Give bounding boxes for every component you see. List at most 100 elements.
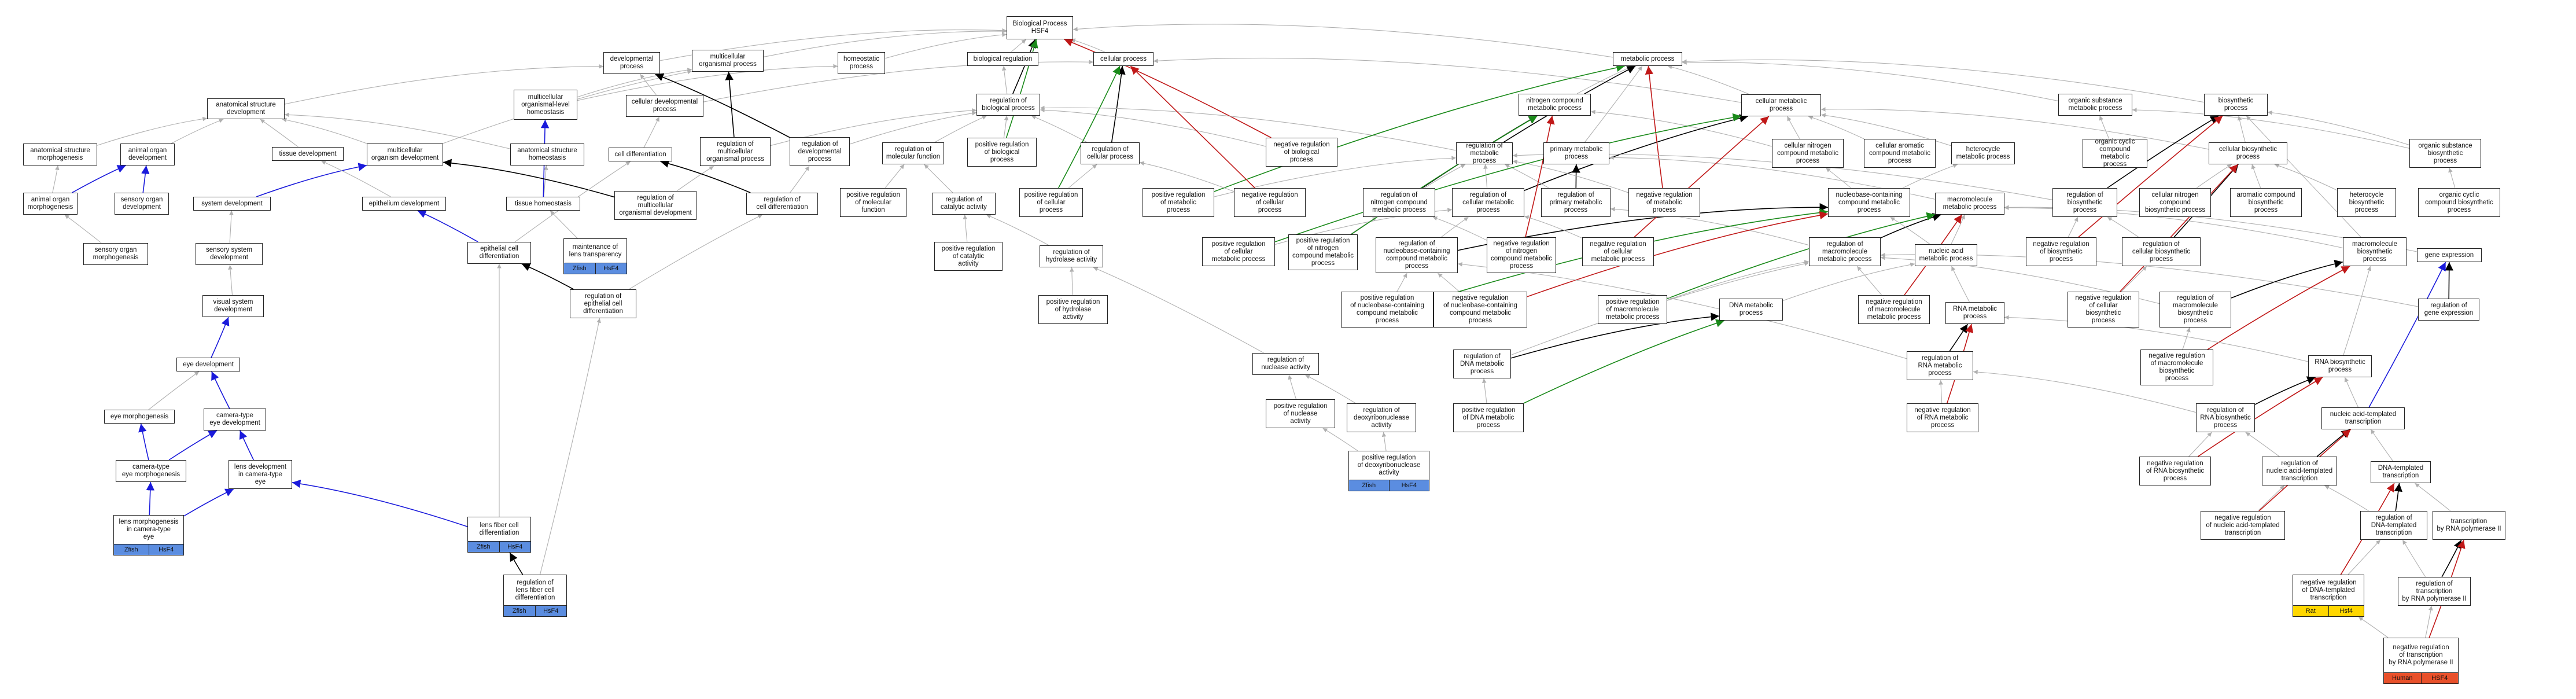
go-term-recd[interactable]: regulation of epithelial cell differenti… <box>570 289 636 318</box>
go-term-rnat[interactable]: regulation of nucleic acid-templated tra… <box>2262 457 2337 485</box>
go-term-aod[interactable]: animal organ development <box>120 144 175 165</box>
go-term-cncb[interactable]: cellular nitrogen compound biosynthetic … <box>2139 188 2211 217</box>
go-term-prnbcm[interactable]: positive regulation of nucleobase-contai… <box>1341 292 1433 328</box>
go-term-mcop[interactable]: multicellular organismal process <box>692 50 764 72</box>
go-term-nrcmp[interactable]: negative regulation of cellular metaboli… <box>1582 237 1654 266</box>
go-term-rdda[interactable]: regulation of deoxyribonuclease activity <box>1347 403 1416 432</box>
go-term-osmp[interactable]: organic substance metabolic process <box>2058 94 2132 116</box>
go-term-nrbp[interactable]: negative regulation of biological proces… <box>1266 138 1337 167</box>
go-term-ssd[interactable]: sensory system development <box>196 243 263 265</box>
go-term-rmcop[interactable]: regulation of multicellular organismal p… <box>700 137 771 166</box>
go-term-nrnat[interactable]: negative regulation of nucleic acid-temp… <box>2201 511 2285 540</box>
go-term-nrncm[interactable]: negative regulation of nitrogen compound… <box>1487 237 1556 273</box>
go-term-prcmp[interactable]: positive regulation of cellular metaboli… <box>1202 237 1275 266</box>
go-term-occb[interactable]: organic cyclic compound biosynthetic pro… <box>2418 188 2500 217</box>
go-term-rna_act[interactable]: regulation of nuclease activity <box>1252 353 1319 375</box>
go-term-cellp[interactable]: cellular process <box>1093 52 1154 66</box>
go-term-nat[interactable]: nucleic acid-templated transcription <box>2321 407 2405 429</box>
go-term-rdm[interactable]: regulation of DNA metabolic process <box>1453 350 1511 378</box>
go-term-rtrp2[interactable]: regulation of transcription by RNA polym… <box>2398 577 2471 606</box>
go-term-rdevp[interactable]: regulation of developmental process <box>790 137 850 166</box>
go-term-prmacm[interactable]: positive regulation of macromolecule met… <box>1598 295 1667 324</box>
go-term-ctem[interactable]: camera-type eye morphogenesis <box>116 460 186 482</box>
go-term-prmf[interactable]: positive regulation of molecular functio… <box>840 188 906 217</box>
go-term-cmp[interactable]: cellular metabolic process <box>1741 94 1821 116</box>
go-term-dtt[interactable]: DNA-templated transcription <box>2371 461 2431 483</box>
go-term-dnam[interactable]: DNA metabolic process <box>1719 299 1783 321</box>
go-term-rpmp[interactable]: regulation of primary metabolic process <box>1541 188 1611 217</box>
go-term-rmod[interactable]: regulation of multicellular organismal d… <box>614 191 696 220</box>
go-term-bp[interactable]: Biological Process HSF4 <box>1007 16 1073 39</box>
go-term-ge[interactable]: gene expression <box>2417 248 2482 262</box>
go-term-metab[interactable]: metabolic process <box>1613 52 1682 66</box>
go-term-pca[interactable]: positive regulation of catalytic activit… <box>934 242 1003 271</box>
go-term-rcbp[interactable]: regulation of cellular biosynthetic proc… <box>2122 237 2201 266</box>
go-term-ncbm[interactable]: nucleobase-containing compound metabolic… <box>1828 188 1910 217</box>
go-term-ash[interactable]: anatomical structure homeostasis <box>510 144 584 165</box>
go-term-cncm[interactable]: cellular nitrogen compound metabolic pro… <box>1772 139 1844 168</box>
go-term-sysdev[interactable]: system development <box>193 197 271 211</box>
go-term-prmp[interactable]: positive regulation of metabolic process <box>1143 188 1214 217</box>
go-term-prdda[interactable]: positive regulation of deoxyribonuclease… <box>1348 451 1429 491</box>
go-term-pha[interactable]: positive regulation of hydrolase activit… <box>1038 295 1108 324</box>
go-term-rcp[interactable]: regulation of cellular process <box>1081 142 1140 164</box>
go-term-nrrnam[interactable]: negative regulation of RNA metabolic pro… <box>1907 403 1978 432</box>
go-term-pmp[interactable]: primary metabolic process <box>1543 142 1609 164</box>
go-term-tishom[interactable]: tissue homeostasis <box>506 197 580 211</box>
go-term-sod[interactable]: sensory organ development <box>115 193 169 215</box>
go-term-som[interactable]: sensory organ morphogenesis <box>83 243 148 265</box>
go-term-mod[interactable]: multicellular organism development <box>367 144 443 165</box>
go-term-nrmacm[interactable]: negative regulation of macromolecule met… <box>1858 295 1930 324</box>
go-term-nrtrp2[interactable]: negative regulation of transcription by … <box>2383 638 2459 684</box>
go-term-hetm[interactable]: heterocycle metabolic process <box>1951 142 2015 164</box>
go-term-hetb[interactable]: heterocycle biosynthetic process <box>2337 188 2396 217</box>
go-term-rcd[interactable]: regulation of cell differentiation <box>746 193 818 215</box>
go-term-elcd[interactable]: epithelial cell differentiation <box>467 242 531 264</box>
go-term-breg[interactable]: biological regulation <box>967 52 1038 66</box>
go-term-nrmbp[interactable]: negative regulation of macromolecule bio… <box>2140 350 2213 385</box>
go-term-cacm[interactable]: cellular aromatic compound metabolic pro… <box>1864 139 1936 168</box>
go-term-rnabp[interactable]: RNA biosynthetic process <box>2308 355 2372 377</box>
go-term-cted[interactable]: camera-type eye development <box>204 409 266 431</box>
go-term-eyemorph[interactable]: eye morphogenesis <box>104 410 175 424</box>
go-term-rnbcm[interactable]: regulation of nucleobase-containing comp… <box>1376 237 1458 273</box>
go-term-nrnbcm[interactable]: negative regulation of nucleobase-contai… <box>1433 292 1527 328</box>
go-term-rdtt[interactable]: regulation of DNA-templated transcriptio… <box>2360 511 2427 540</box>
go-term-rmbp[interactable]: regulation of macromolecule biosynthetic… <box>2159 292 2231 328</box>
go-term-rncm[interactable]: regulation of nitrogen compound metaboli… <box>1363 188 1435 217</box>
go-term-prna[interactable]: positive regulation of nuclease activity <box>1266 399 1335 428</box>
go-term-asd[interactable]: anatomical structure development <box>207 98 285 119</box>
go-term-rca[interactable]: regulation of catalytic activity <box>932 193 996 215</box>
go-term-macm[interactable]: macromolecule metabolic process <box>1935 193 2004 215</box>
go-term-homeo[interactable]: homeostatic process <box>838 52 885 74</box>
go-term-rnam[interactable]: RNA metabolic process <box>1945 302 2004 324</box>
go-term-prdm[interactable]: positive regulation of DNA metabolic pro… <box>1453 403 1524 432</box>
go-term-prncm[interactable]: positive regulation of nitrogen compound… <box>1288 234 1358 270</box>
go-term-trp2[interactable]: transcription by RNA polymerase II <box>2433 511 2505 540</box>
go-term-cbp[interactable]: cellular biosynthetic process <box>2209 142 2287 164</box>
go-term-rge[interactable]: regulation of gene expression <box>2418 299 2479 321</box>
go-term-nrcbp[interactable]: negative regulation of cellular biosynth… <box>2068 292 2139 328</box>
go-term-nrcp[interactable]: negative regulation of cellular process <box>1234 188 1306 217</box>
go-term-cdevp[interactable]: cellular developmental process <box>626 95 703 117</box>
go-term-rmp[interactable]: regulation of metabolic process <box>1456 142 1513 164</box>
go-term-tisd[interactable]: tissue development <box>272 147 344 161</box>
go-term-molh[interactable]: multicellular organismal-level homeostas… <box>514 90 577 120</box>
go-term-rmacm[interactable]: regulation of macromolecule metabolic pr… <box>1809 237 1881 266</box>
go-term-eyedev[interactable]: eye development <box>176 358 240 371</box>
go-term-nrbios[interactable]: negative regulation of biosynthetic proc… <box>2026 237 2096 266</box>
go-term-aom[interactable]: animal organ morphogenesis <box>23 193 78 215</box>
go-term-rrnam[interactable]: regulation of RNA metabolic process <box>1907 351 1973 380</box>
go-term-prbp[interactable]: positive regulation of biological proces… <box>967 138 1037 167</box>
go-term-occm[interactable]: organic cyclic compound metabolic proces… <box>2083 138 2147 168</box>
go-term-rlfcd[interactable]: regulation of lens fiber cell differenti… <box>503 575 567 617</box>
go-term-acb[interactable]: aromatic compound biosynthetic process <box>2230 188 2302 217</box>
go-term-bios[interactable]: biosynthetic process <box>2204 94 2268 116</box>
go-term-dev[interactable]: developmental process <box>603 52 660 74</box>
go-term-epidev[interactable]: epithelium development <box>362 197 446 211</box>
go-term-ldev[interactable]: lens development in camera-type eye <box>229 460 292 489</box>
go-term-osbp[interactable]: organic substance biosynthetic process <box>2409 139 2481 168</box>
